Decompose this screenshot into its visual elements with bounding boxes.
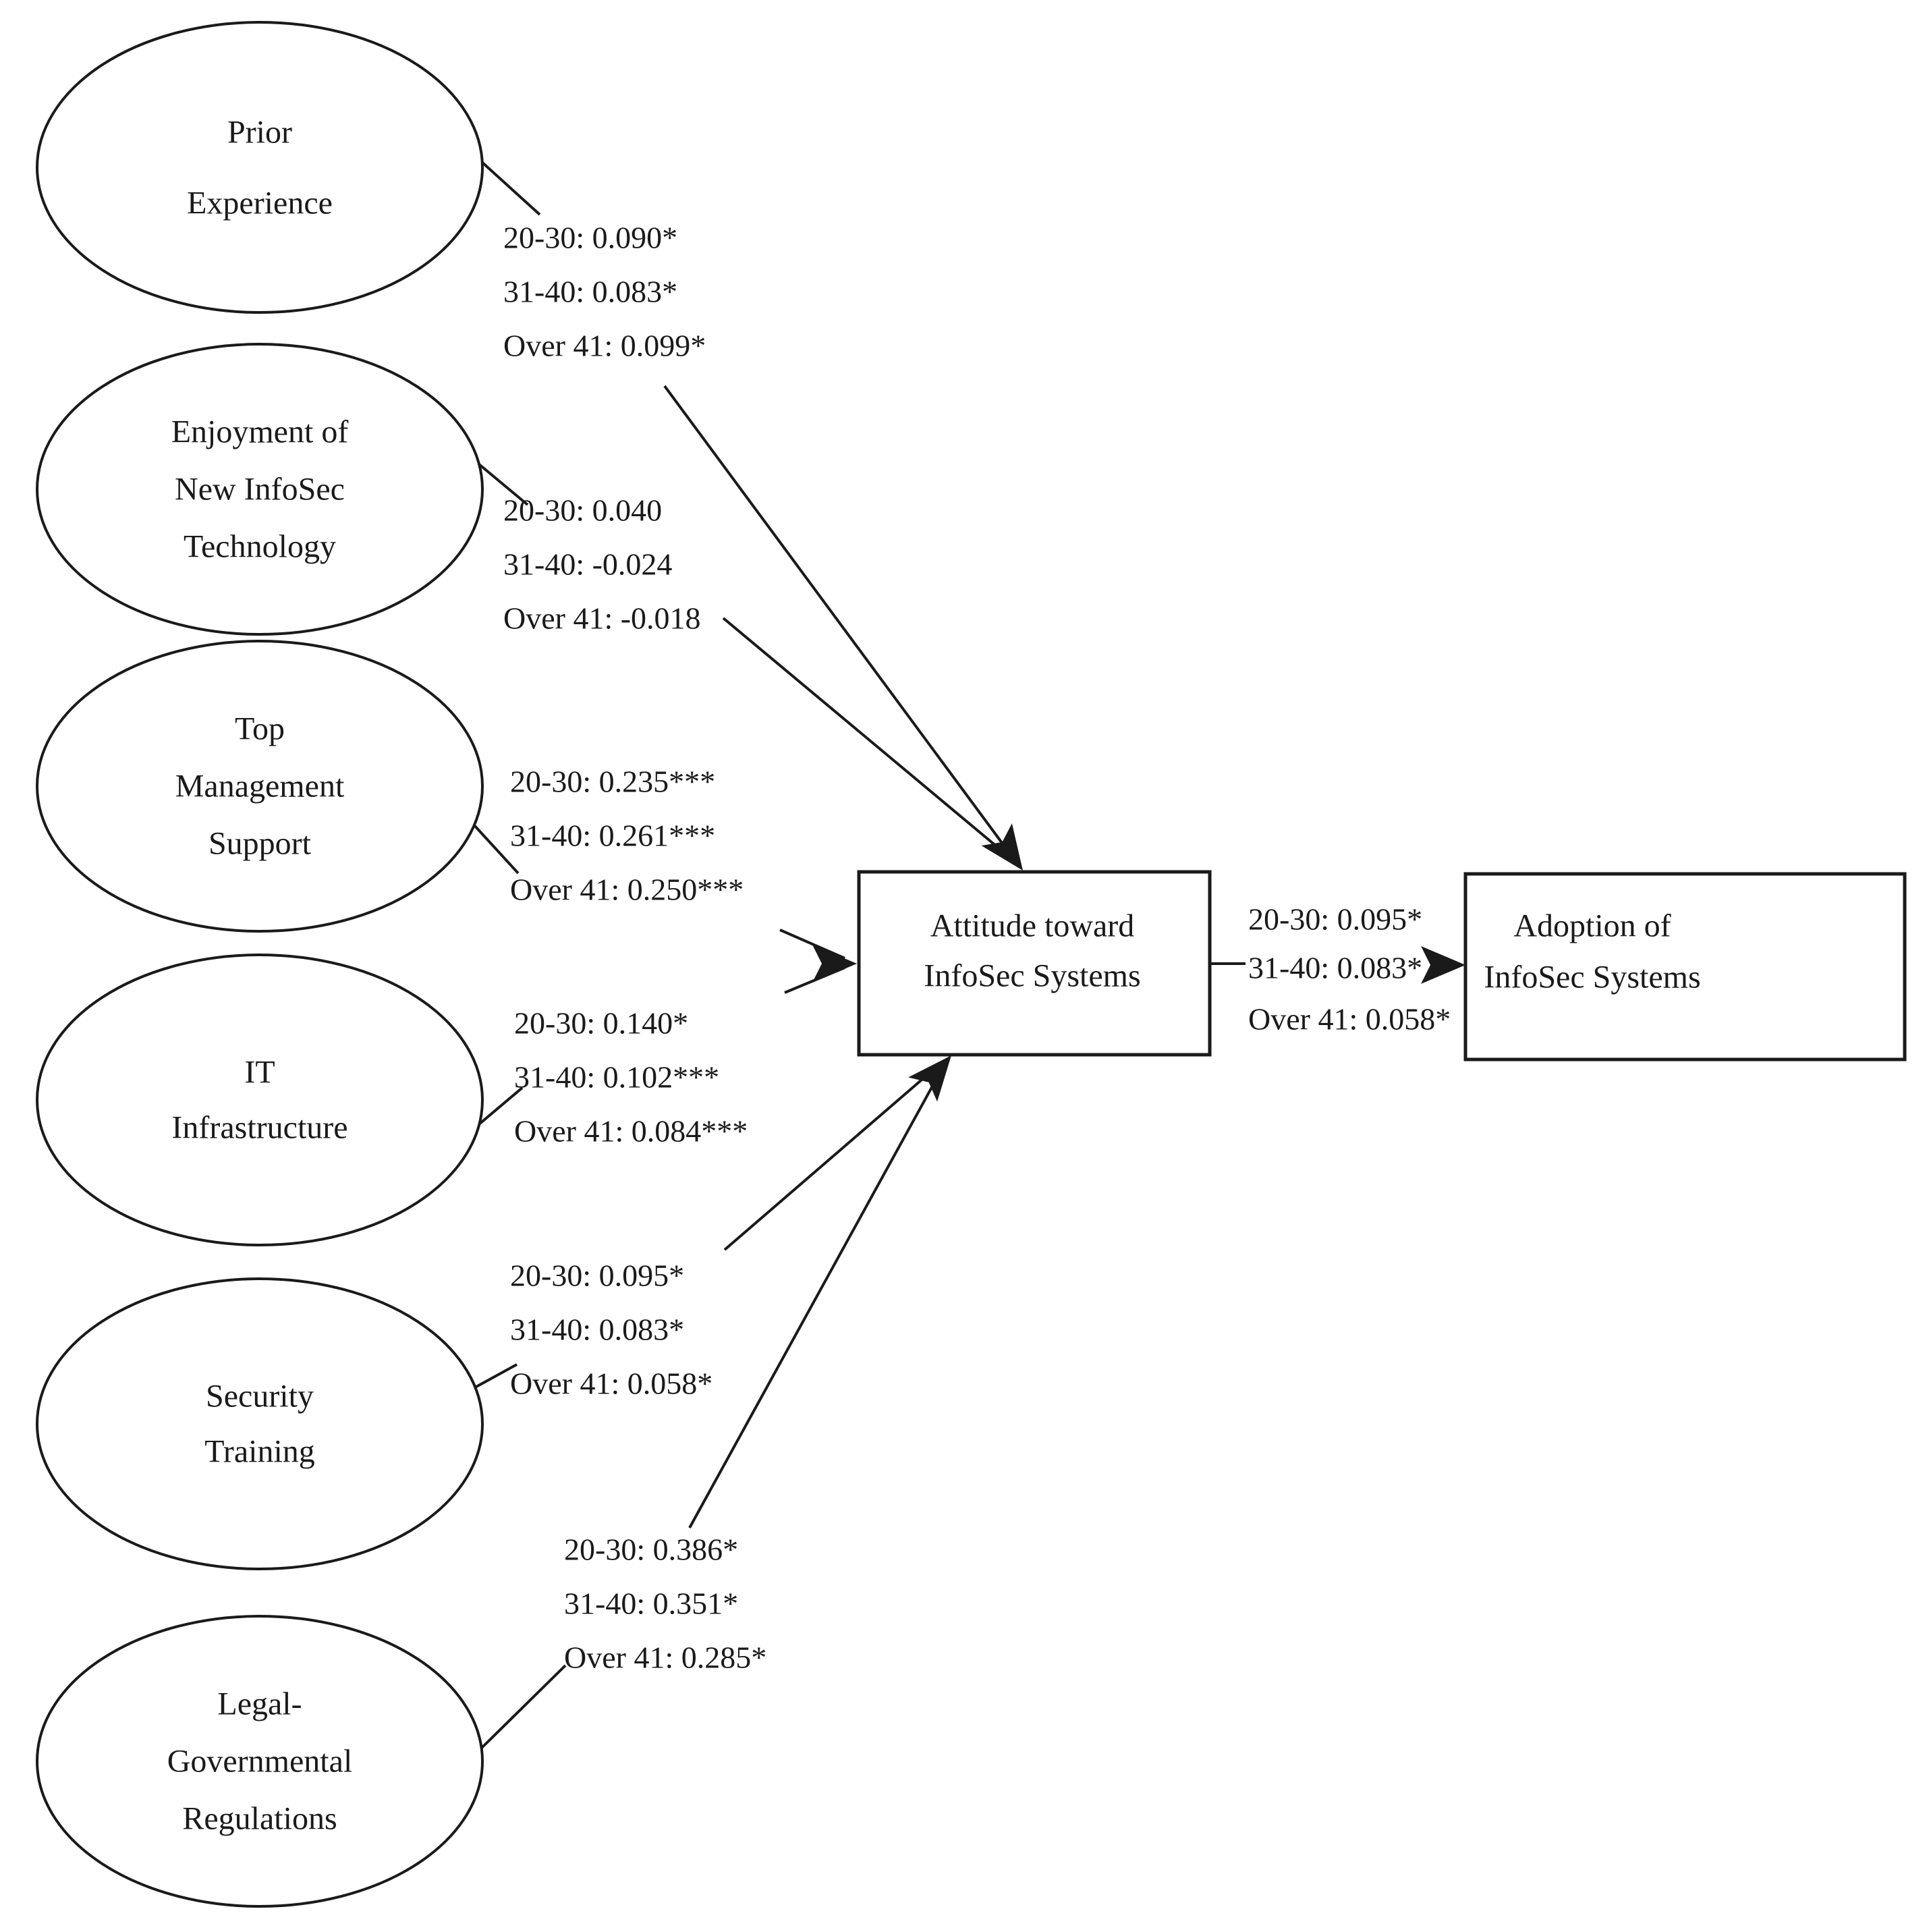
coef-line: 31-40: 0.083*	[510, 1313, 684, 1347]
coef-line: Over 41: 0.058*	[510, 1367, 712, 1401]
adoption-box	[1463, 872, 1907, 1061]
node-attitude: Attitude toward InfoSec Systems	[857, 870, 1212, 1057]
coef-block-top-management: 20-30: 0.235*** 31-40: 0.261*** Over 41:…	[510, 765, 744, 907]
coef-line: 31-40: 0.102***	[514, 1060, 719, 1095]
it-infrastructure-ellipse	[36, 954, 484, 1246]
coef-line: 20-30: 0.386*	[564, 1533, 738, 1567]
node-label: Security	[206, 1379, 314, 1414]
leader-security-training	[474, 1363, 518, 1389]
coef-line: 31-40: 0.261***	[510, 819, 715, 853]
coef-line: Over 41: 0.099*	[503, 329, 706, 363]
coef-block-prior-experience: 20-30: 0.090* 31-40: 0.083* Over 41: 0.0…	[503, 221, 706, 363]
leader-enjoyment	[478, 463, 529, 506]
node-label: New InfoSec	[175, 472, 345, 507]
coef-line: Over 41: 0.058*	[1248, 1002, 1451, 1037]
arrow-top-management-to-attitude	[779, 929, 845, 960]
arrowhead-attitude-bottom	[908, 1055, 951, 1102]
arrowhead-attitude-left	[812, 945, 857, 983]
arrow-legal-governmental-to-attitude	[688, 1068, 943, 1528]
node-label: Infrastructure	[171, 1110, 347, 1146]
coef-line: 31-40: 0.351*	[564, 1586, 738, 1621]
coef-line: Over 41: -0.018	[503, 601, 701, 636]
top-management-ellipse	[36, 640, 484, 933]
attitude-box	[857, 870, 1212, 1057]
arrow-security-training-to-attitude	[723, 1062, 942, 1251]
coef-line: 31-40: 0.083*	[503, 275, 677, 309]
arrowhead-adoption-left	[1421, 946, 1465, 984]
node-security-training: Security Training	[36, 1277, 484, 1570]
node-label: Legal-	[217, 1686, 302, 1722]
coef-line: Over 41: 0.285*	[564, 1640, 766, 1675]
coef-line: 20-30: 0.095*	[510, 1259, 684, 1293]
enjoyment-ellipse	[36, 343, 484, 636]
leader-top-management	[472, 823, 520, 875]
leader-it-infrastructure	[478, 1086, 524, 1126]
coef-line: 20-30: 0.140*	[514, 1006, 688, 1041]
node-label: Technology	[184, 529, 336, 565]
node-label: Top	[235, 711, 285, 747]
coef-line: Over 41: 0.084***	[514, 1114, 748, 1149]
node-enjoyment: Enjoyment of New InfoSec Technology	[36, 343, 484, 636]
node-legal-governmental: Legal- Governmental Regulations	[36, 1615, 484, 1908]
coef-block-security-training: 20-30: 0.095* 31-40: 0.083* Over 41: 0.0…	[510, 1259, 712, 1401]
node-label: Enjoyment of	[171, 414, 349, 450]
coef-line: 20-30: 0.040	[503, 493, 662, 528]
coef-line: 20-30: 0.235***	[510, 765, 715, 799]
node-top-management: Top Management Support	[36, 640, 484, 933]
coef-line: 20-30: 0.095*	[1248, 902, 1422, 937]
coef-block-enjoyment: 20-30: 0.040 31-40: -0.024 Over 41: -0.0…	[503, 493, 701, 636]
prior-experience-ellipse	[36, 21, 484, 314]
node-label: Regulations	[182, 1801, 337, 1837]
arrow-enjoyment-to-attitude	[722, 617, 1015, 862]
node-prior-experience: Prior Experience	[36, 21, 484, 314]
node-label: InfoSec Systems	[1484, 960, 1700, 995]
arrow-prior-experience-to-attitude	[663, 385, 1015, 860]
coef-line: 20-30: 0.090*	[503, 221, 677, 255]
security-training-ellipse	[36, 1277, 484, 1570]
node-it-infrastructure: IT Infrastructure	[36, 954, 484, 1246]
arrowhead-attitude-top	[981, 823, 1023, 871]
coef-line: Over 41: 0.250***	[510, 873, 744, 907]
leader-prior-experience	[480, 161, 541, 216]
node-adoption: Adoption of InfoSec Systems	[1463, 872, 1907, 1061]
node-label: Prior	[227, 115, 292, 150]
node-label: Adoption of	[1513, 908, 1671, 944]
node-label: Training	[204, 1434, 315, 1470]
node-label: Management	[175, 769, 345, 804]
coef-block-it-infrastructure: 20-30: 0.140* 31-40: 0.102*** Over 41: 0…	[514, 1006, 748, 1149]
node-label: Experience	[187, 186, 333, 221]
legal-governmental-ellipse	[36, 1615, 484, 1908]
node-label: IT	[244, 1055, 275, 1091]
coef-line: 31-40: 0.083*	[1248, 951, 1422, 985]
coef-block-legal-governmental: 20-30: 0.386* 31-40: 0.351* Over 41: 0.2…	[564, 1533, 766, 1675]
node-label: InfoSec Systems	[924, 958, 1140, 994]
leader-legal-governmental	[480, 1664, 567, 1749]
node-label: Attitude toward	[930, 908, 1135, 944]
node-label: Governmental	[167, 1744, 353, 1779]
coef-line: 31-40: -0.024	[503, 547, 672, 582]
coef-block-attitude-adoption: 20-30: 0.095* 31-40: 0.083* Over 41: 0.0…	[1248, 902, 1451, 1037]
node-label: Support	[208, 826, 312, 862]
